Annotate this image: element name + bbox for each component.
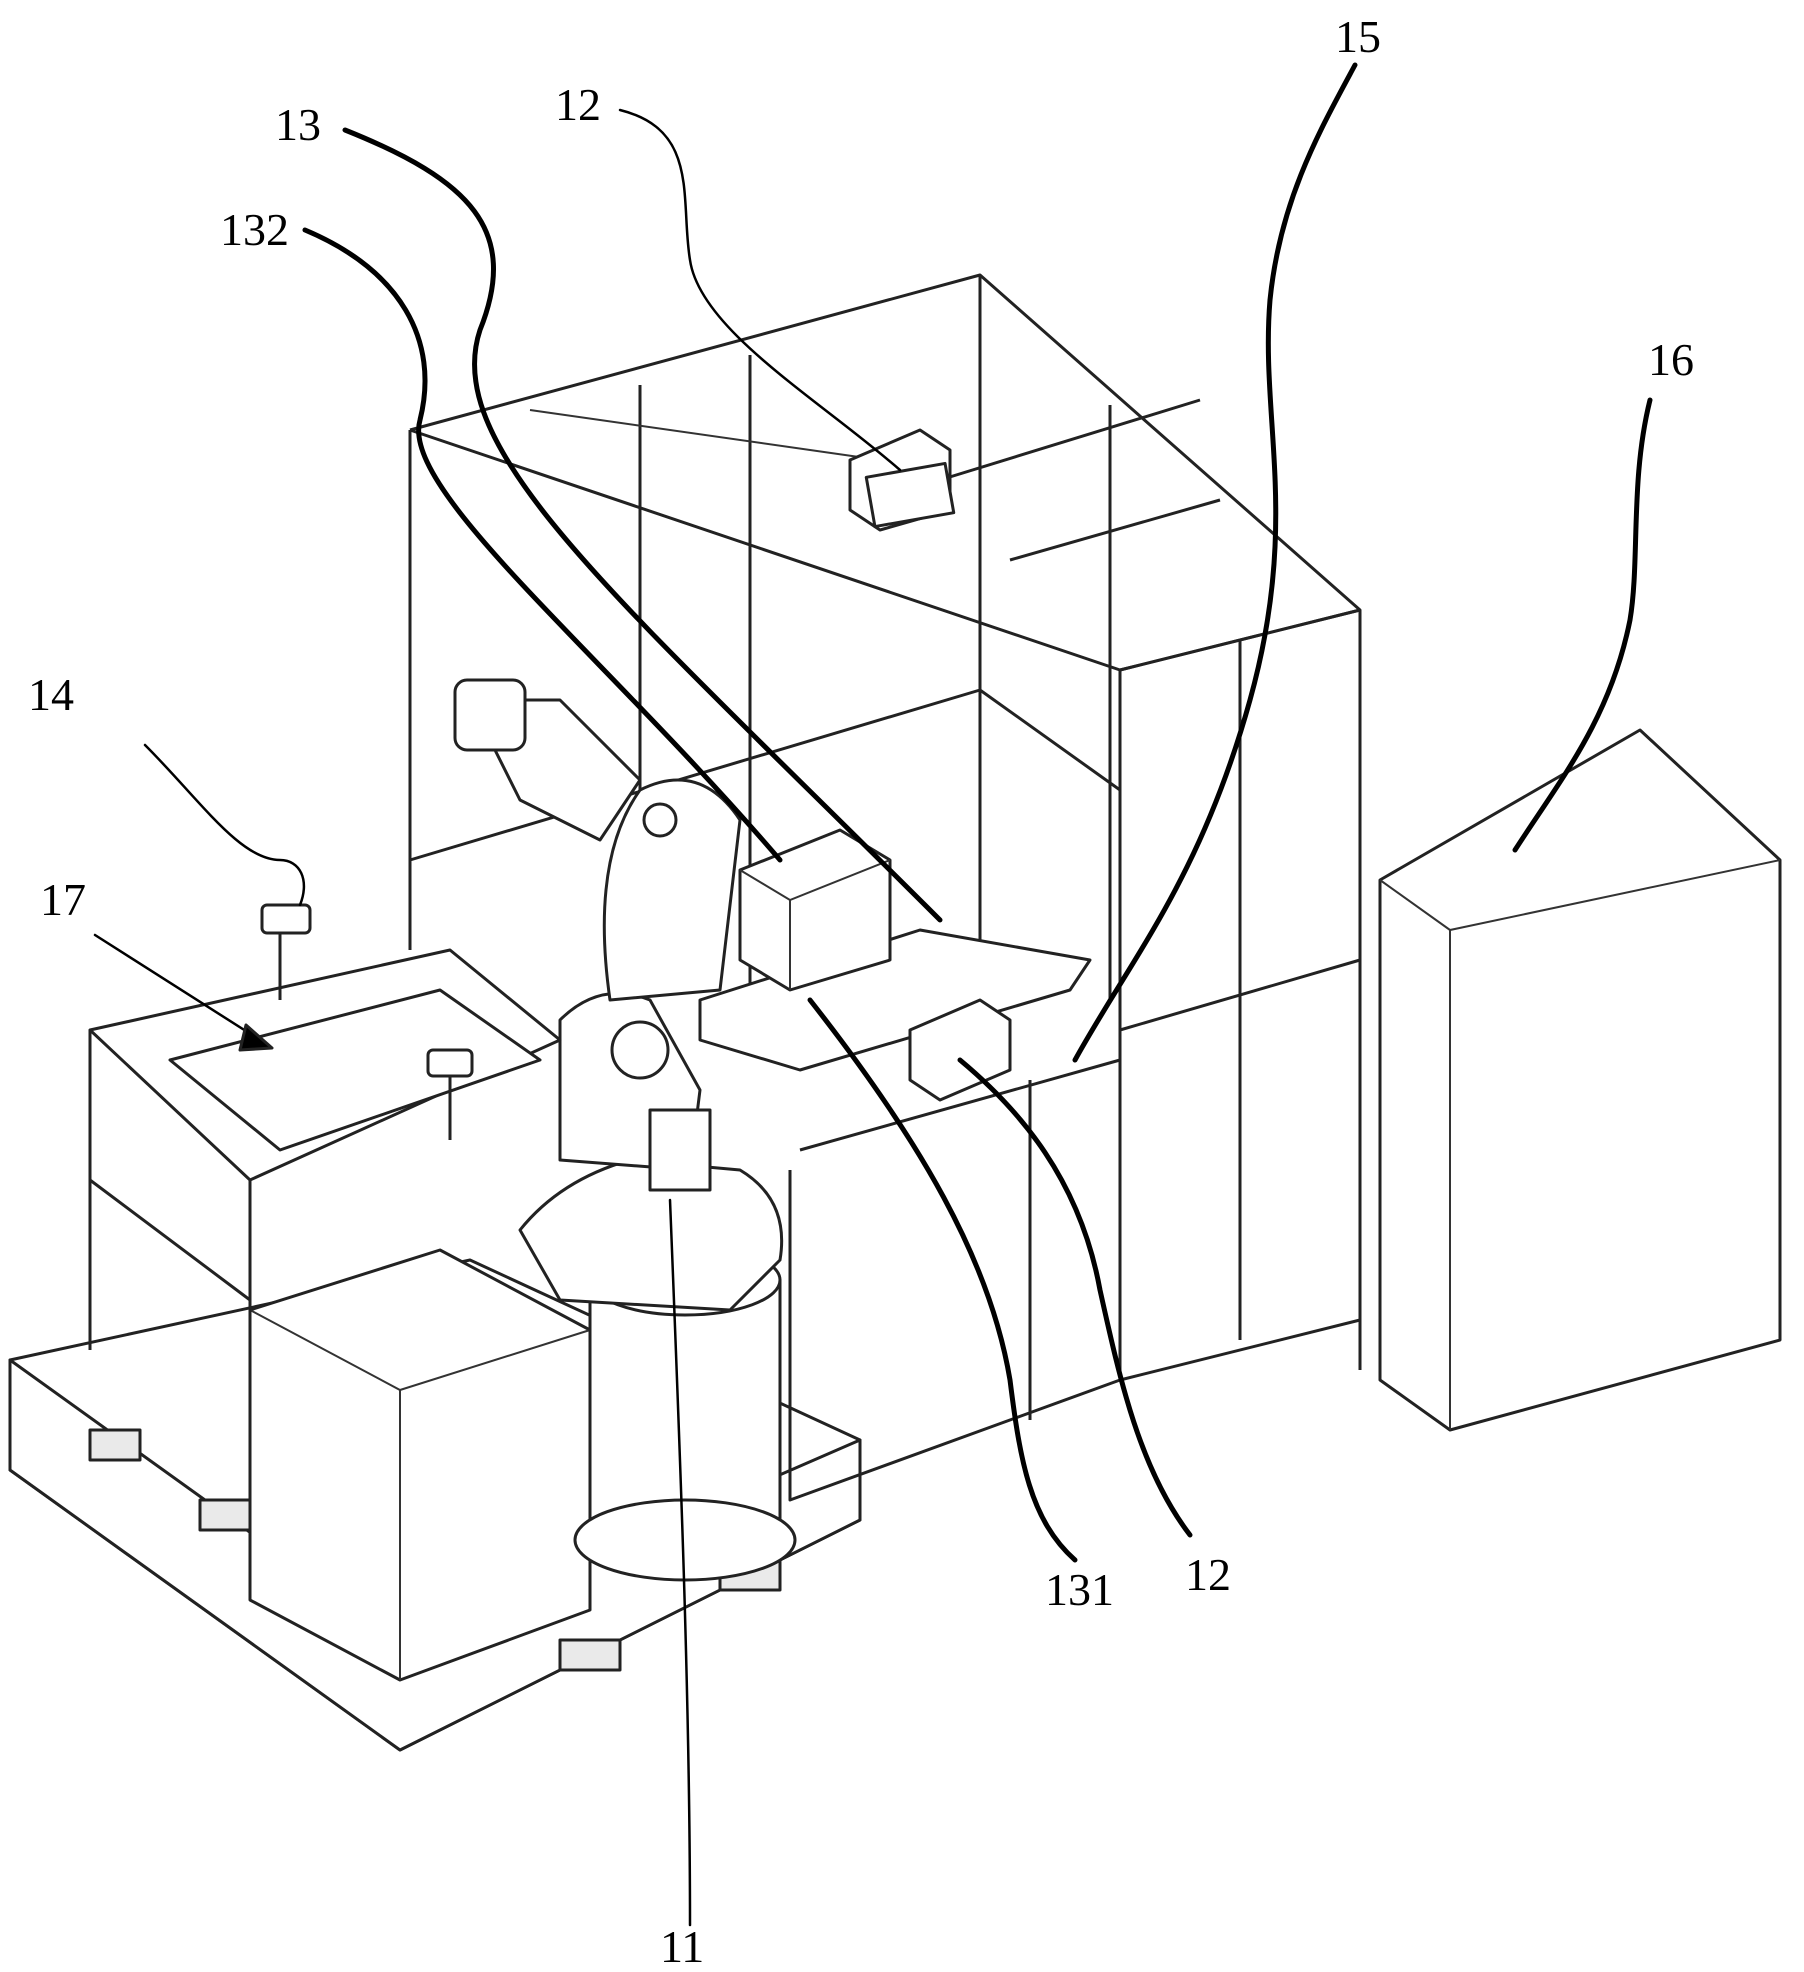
- leader-12-bottom: [957, 1057, 1193, 1538]
- leader-14: [143, 743, 306, 907]
- label-12-bottom: 12: [1185, 1549, 1231, 1600]
- leader-lines: [93, 62, 1653, 1927]
- label-17: 17: [40, 874, 86, 925]
- label-132: 132: [220, 204, 289, 255]
- sensor-14: [260, 903, 312, 935]
- leader-11: [668, 1198, 692, 1927]
- leader-132: [302, 227, 783, 863]
- control-cabinet-small: [248, 1248, 592, 1682]
- leader-13: [342, 127, 943, 923]
- label-131: 131: [1045, 1564, 1114, 1615]
- leader-131: [807, 997, 1078, 1563]
- camera-bottom: [908, 998, 1012, 1102]
- label-12-top: 12: [555, 79, 601, 130]
- work-table: [698, 828, 1092, 1072]
- pallet-foot: [198, 1498, 252, 1532]
- label-15: 15: [1335, 11, 1381, 62]
- leader-15: [1072, 62, 1358, 1063]
- pallet-foot: [88, 1428, 142, 1462]
- leader-16: [1512, 397, 1653, 853]
- leader-17: [93, 933, 262, 1042]
- label-11: 11: [660, 1921, 704, 1972]
- arrow-17: [238, 1023, 274, 1052]
- leader-12-top: [618, 108, 902, 472]
- camera-top: [848, 428, 956, 532]
- label-13: 13: [275, 99, 321, 150]
- main-frame: [408, 273, 1362, 1502]
- sorting-bench: [88, 903, 562, 1350]
- label-16: 16: [1648, 334, 1694, 385]
- label-14: 14: [28, 669, 74, 720]
- sensor-secondary: [426, 1048, 474, 1078]
- reference-labels: 13 12 15 132 16 14 17 131 12 11: [28, 11, 1694, 1972]
- pallet-foot: [558, 1638, 622, 1672]
- control-cabinet-large: [1378, 728, 1782, 1432]
- robot-arm: [453, 678, 784, 1312]
